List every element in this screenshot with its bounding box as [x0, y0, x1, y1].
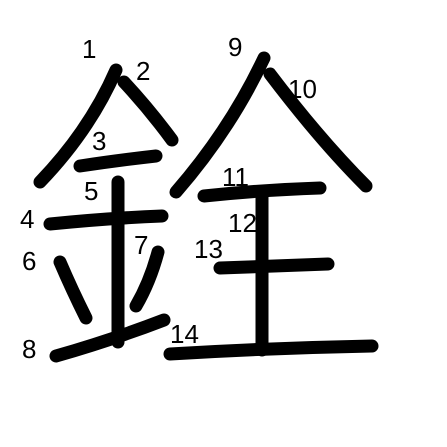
character-stroke-1 — [33, 63, 123, 189]
stroke-number-1: 1 — [82, 34, 96, 64]
character-stroke-4 — [43, 209, 169, 231]
character-strokes — [33, 51, 379, 363]
character-stroke-6 — [53, 255, 93, 325]
stroke-number-8: 8 — [22, 334, 36, 364]
stroke-number-10: 10 — [288, 74, 317, 104]
stroke-number-14: 14 — [170, 319, 199, 349]
stroke-number-11: 11 — [222, 162, 249, 192]
character-stroke-8 — [49, 313, 171, 363]
stroke-number-9: 9 — [228, 32, 242, 62]
stroke-number-7: 7 — [134, 230, 148, 260]
stroke-number-13: 13 — [194, 234, 223, 264]
character-stroke-2 — [117, 75, 179, 147]
stroke-number-12: 12 — [228, 208, 257, 238]
character-stroke-14 — [163, 339, 379, 361]
stroke-number-2: 2 — [136, 56, 150, 86]
stroke-number-4: 4 — [20, 204, 34, 234]
stroke-number-6: 6 — [22, 246, 36, 276]
stroke-number-3: 3 — [92, 126, 106, 156]
character-stroke-10 — [263, 67, 373, 193]
character-stroke-9 — [169, 51, 271, 199]
stroke-number-5: 5 — [84, 176, 98, 206]
character-stroke-7 — [129, 245, 165, 313]
character-stroke-13 — [213, 257, 335, 275]
character-stroke-3 — [73, 149, 163, 173]
